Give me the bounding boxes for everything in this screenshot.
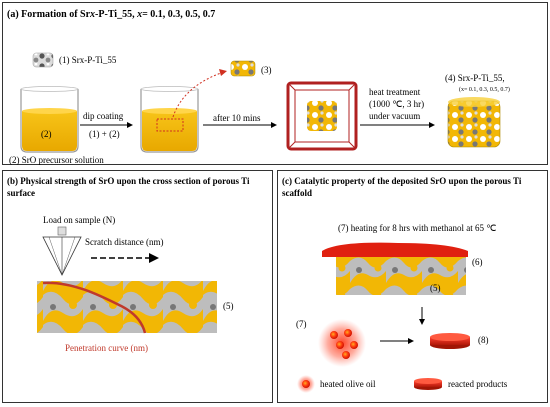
panel-c-catalytic-property: (c) Catalytic property of the deposited … xyxy=(277,170,548,403)
label-combination: (1) + (2) xyxy=(89,129,120,139)
product-disc-icon xyxy=(430,333,470,349)
label-scaffold-5: (5) xyxy=(430,283,441,293)
legend-oil-icon xyxy=(297,375,315,393)
label-after-10-mins: after 10 mins xyxy=(213,113,261,123)
panel-b-physical-strength: (b) Physical strength of SrO upon the cr… xyxy=(2,170,273,403)
legend-oil-label: heated olive oil xyxy=(320,379,376,389)
label-scaffold-4-values: (x= 0.1, 0.3, 0.5, 0.7) xyxy=(459,87,510,93)
label-scratch-distance: Scratch distance (nm) xyxy=(85,237,164,247)
label-scaffold-1: (1) Srx-P-Ti_55 xyxy=(59,55,117,65)
indenter-icon xyxy=(42,226,82,276)
arrow-to-scaffold-3 xyxy=(172,69,227,118)
legend-product-label: reacted products xyxy=(448,379,508,389)
panel-b-drawing xyxy=(37,226,217,334)
label-heat-treatment: heat treatment xyxy=(369,87,421,97)
label-scaffold-3: (3) xyxy=(261,65,272,75)
label-vacuum: under vacuum xyxy=(369,111,421,121)
panel-b-title: (b) Physical strength of SrO upon the cr… xyxy=(7,176,250,198)
beaker-precursor-icon xyxy=(20,86,79,153)
label-heat-conditions: (1000 ℃, 3 hr) xyxy=(369,99,425,109)
arrow-down xyxy=(419,307,425,325)
label-scaffold-4: (4) Srx-P-Ti_55, xyxy=(445,73,505,83)
arrow-after-10-mins xyxy=(203,122,277,128)
heated-oil-glow-icon xyxy=(318,319,366,367)
legend-product-icon xyxy=(414,378,442,390)
label-cross-section-5: (5) xyxy=(223,301,234,311)
panel-c-title: (c) Catalytic property of the deposited … xyxy=(282,176,522,198)
furnace-icon xyxy=(286,81,358,151)
scaffold-1-icon xyxy=(32,52,54,68)
label-oil-7: (7) xyxy=(296,319,307,329)
label-dip-coating: dip coating xyxy=(83,111,124,121)
arrow-dip-coating xyxy=(80,122,133,128)
label-heating-condition: (7) heating for 8 hrs with methanol at 6… xyxy=(338,223,497,233)
beaker-dip-icon xyxy=(140,86,199,153)
label-precursor: (2) SrO precursor solution xyxy=(9,155,104,165)
arrow-scratch-direction xyxy=(91,253,159,263)
panel-c-drawing xyxy=(297,242,470,393)
label-load: Load on sample (N) xyxy=(43,215,116,225)
coated-scaffold-image xyxy=(322,242,468,295)
label-product-8: (8) xyxy=(478,335,489,345)
cross-section-image xyxy=(37,281,217,334)
arrow-to-product xyxy=(380,338,414,344)
label-beaker-2: (2) xyxy=(41,129,52,139)
scaffold-4-icon xyxy=(447,97,501,148)
label-coating-6: (6) xyxy=(472,257,483,267)
panel-a-drawing xyxy=(20,52,501,153)
panel-a-title: (a) Formation of Srx-P-Ti_55, x= 0.1, 0.… xyxy=(7,9,216,20)
panel-a-formation: (a) Formation of Srx-P-Ti_55, x= 0.1, 0.… xyxy=(2,2,548,165)
label-penetration-curve: Penetration curve (nm) xyxy=(65,343,148,353)
arrow-heat-treatment xyxy=(360,122,435,128)
scaffold-3-icon xyxy=(230,60,256,77)
